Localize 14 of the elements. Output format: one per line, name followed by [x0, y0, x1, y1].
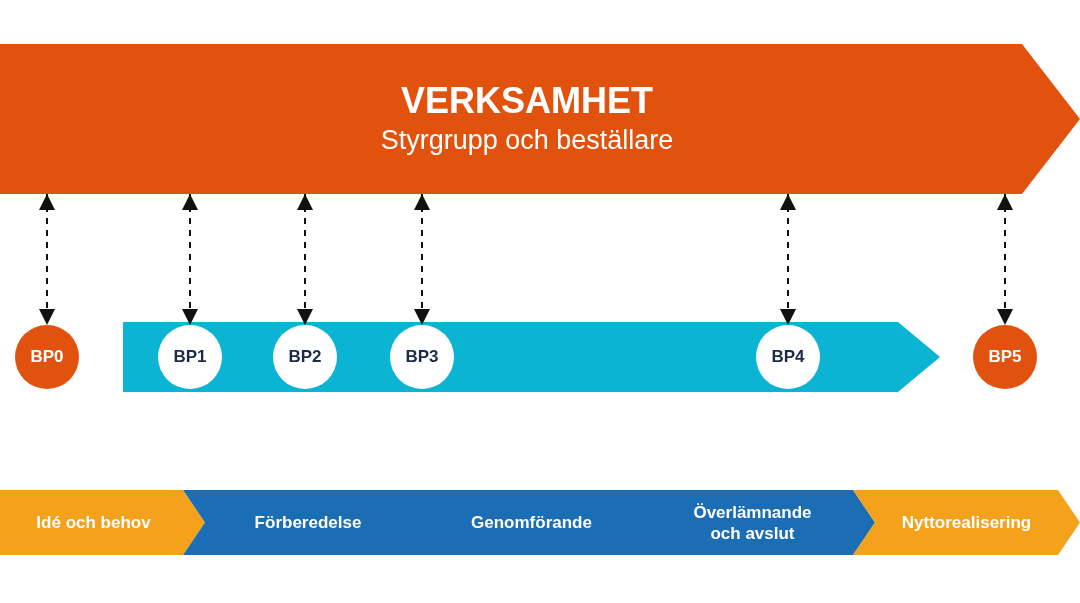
double-arrow: [997, 193, 1013, 326]
banner-title: VERKSAMHET: [400, 80, 653, 122]
milestone-badge: BP0: [15, 325, 79, 389]
phase-label: Överlämnande och avslut: [692, 501, 813, 544]
double-arrow: [297, 193, 313, 326]
phase-label: Nyttorealisering: [901, 512, 1032, 533]
phase-label: Idé och behov: [36, 512, 151, 533]
double-arrow: [414, 193, 430, 326]
milestone-badge: BP5: [973, 325, 1037, 389]
phase-label: Genomförande: [471, 512, 592, 533]
double-arrow: [39, 193, 55, 326]
double-arrow: [182, 193, 198, 326]
double-arrow: [780, 193, 796, 326]
banner-subtitle: Styrgrupp och beställare: [380, 124, 674, 157]
